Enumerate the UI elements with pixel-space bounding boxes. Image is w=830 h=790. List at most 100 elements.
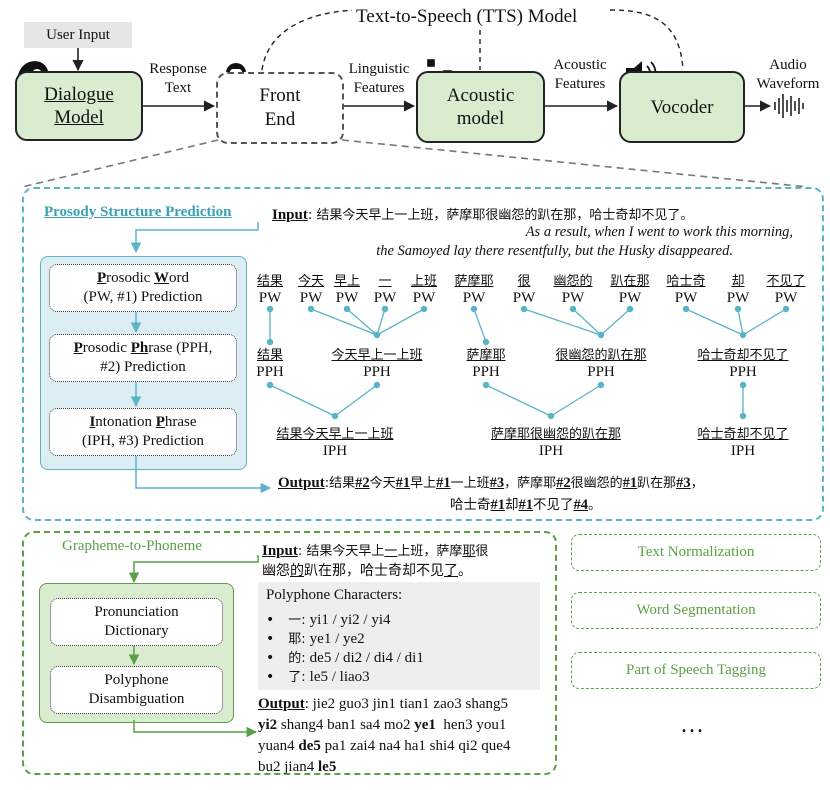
polyphone-item: •耶:ye1 / ye2 bbox=[266, 631, 365, 647]
pw-word: 萨摩耶 bbox=[454, 274, 494, 289]
pw-word: 一 bbox=[378, 274, 392, 289]
pw-word: 幽怨的 bbox=[553, 274, 593, 289]
pw-word: 今天 bbox=[297, 274, 324, 289]
pw-tag: PW bbox=[774, 290, 798, 306]
ellipsis: … bbox=[680, 712, 704, 738]
dialogue-model-box: Dialogue Model bbox=[15, 71, 143, 141]
pph-tag: PPH bbox=[587, 364, 615, 380]
waveform-icon bbox=[774, 94, 804, 118]
g2p-input-line1: Input: 结果今天早上一上班，萨摩耶很 bbox=[262, 543, 489, 559]
polyphone-item: •了:le5 / liao3 bbox=[266, 669, 370, 685]
pw-word: 早上 bbox=[333, 274, 360, 289]
pph-tag: PPH bbox=[472, 364, 500, 380]
dialogue-model-line1: Dialogue bbox=[44, 84, 114, 105]
g2p-output-line: yi2 shang4 ban1 sa4 mo2 ye1 hen3 you1 bbox=[258, 717, 507, 733]
polyphone-characters-box: Polyphone Characters: •一:yi1 / yi2 / yi4… bbox=[258, 582, 540, 690]
iph-tag: IPH bbox=[730, 443, 756, 459]
iph-tag: IPH bbox=[538, 443, 564, 459]
user-input-label: User Input bbox=[24, 22, 132, 48]
pph-word: 很幽怨的趴在那 bbox=[555, 348, 647, 363]
pw-tag: PW bbox=[726, 290, 750, 306]
pph-word: 萨摩耶 bbox=[466, 348, 506, 363]
iph-tag: IPH bbox=[322, 443, 348, 459]
g2p-output-line: Output: jie2 guo3 jin1 tian1 zao3 shang5 bbox=[258, 696, 508, 712]
tts-model-title: Text-to-Speech (TTS) Model bbox=[352, 6, 582, 28]
iph-word: 萨摩耶很幽怨的趴在那 bbox=[491, 427, 622, 442]
pw-tag: PW bbox=[335, 290, 359, 306]
text-normalization-box: Text Normalization bbox=[571, 534, 821, 571]
pw-tag: PW bbox=[258, 290, 282, 306]
prosody-output-line1: Output:结果#2今天#1早上#1一上班#3，萨摩耶#2很幽怨的#1趴在那#… bbox=[278, 475, 704, 491]
prosody-title: Prosody Structure Prediction bbox=[44, 204, 232, 220]
pw-word: 结果 bbox=[256, 274, 283, 289]
iph-word: 哈士奇却不见了 bbox=[697, 427, 789, 442]
polyphone-item: •一:yi1 / yi2 / yi4 bbox=[266, 612, 391, 628]
pw-word: 却 bbox=[731, 274, 745, 289]
g2p-output-line: bu2 jian4 le5 bbox=[258, 759, 337, 775]
pw-word: 上班 bbox=[410, 274, 437, 289]
prosody-input: Input: 结果今天早上一上班，萨摩耶很幽怨的趴在那，哈士奇却不见了。 bbox=[272, 207, 694, 223]
pw-tag: PW bbox=[412, 290, 436, 306]
pw-tag: PW bbox=[512, 290, 536, 306]
pph-word: 哈士奇却不见了 bbox=[697, 348, 789, 363]
g2p-input-line2: 幽怨的趴在那，哈士奇却不见了。 bbox=[262, 563, 472, 579]
pw-tag: PW bbox=[299, 290, 323, 306]
pw-tag: PW bbox=[462, 290, 486, 306]
prosody-output-line2: 哈士奇#1却#1不见了#4。 bbox=[450, 497, 602, 513]
g2p-connectors bbox=[128, 555, 259, 738]
pph-tag: PPH bbox=[729, 364, 757, 380]
pph-tag: PPH bbox=[256, 364, 284, 380]
pph-prediction-box: Prosodic Phrase (PPH, #2) Prediction bbox=[49, 334, 237, 382]
g2p-output-line: yuan4 de5 pa1 zai4 na4 ha1 shi4 qi2 que4 bbox=[258, 738, 511, 754]
pw-word: 趴在那 bbox=[610, 274, 650, 289]
g2p-panel bbox=[22, 531, 557, 775]
iph-prediction-box: Intonation Phrase (IPH, #3) Prediction bbox=[49, 408, 237, 456]
pw-tag: PW bbox=[561, 290, 585, 306]
pw-word: 不见了 bbox=[766, 274, 806, 289]
pw-tag: PW bbox=[674, 290, 698, 306]
translation-line1: As a result, when I went to work this mo… bbox=[525, 224, 793, 240]
pph-tag: PPH bbox=[363, 364, 391, 380]
pw-word: 很 bbox=[517, 274, 531, 289]
pw-tag: PW bbox=[618, 290, 642, 306]
prosody-panel bbox=[22, 187, 824, 521]
g2p-output: Output: jie2 guo3 jin1 tian1 zao3 shang5… bbox=[258, 694, 510, 778]
translation-line2: the Samoyed lay there resentfully, but t… bbox=[376, 243, 733, 259]
vocoder-box: Vocoder bbox=[619, 71, 745, 143]
iph-word: 结果今天早上一上班 bbox=[276, 427, 394, 442]
pph-word: 今天早上一上班 bbox=[331, 348, 423, 363]
pw-word: 哈士奇 bbox=[666, 274, 706, 289]
prosody-connectors bbox=[130, 222, 790, 494]
g2p-title: Grapheme-to-Phoneme bbox=[62, 538, 202, 554]
dialogue-model-line2: Model bbox=[54, 107, 104, 128]
pw-tag: PW bbox=[373, 290, 397, 306]
pw-prediction-box: Prosodic Word (PW, #1) Prediction bbox=[49, 264, 237, 312]
word-segmentation-box: Word Segmentation bbox=[571, 592, 821, 629]
